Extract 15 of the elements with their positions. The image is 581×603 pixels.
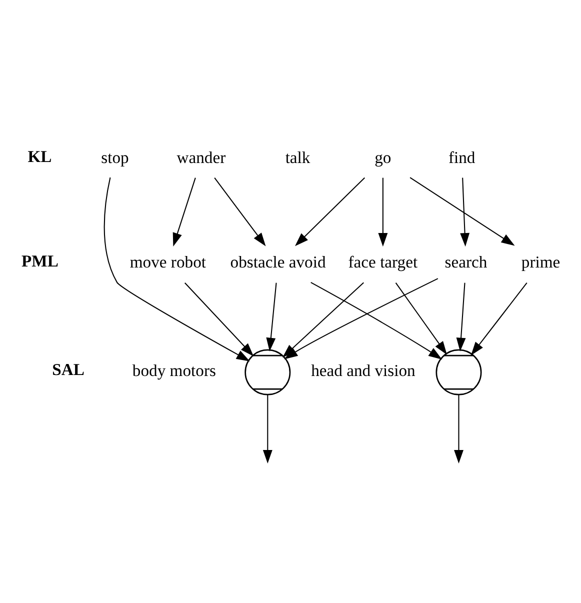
node-text: obstacle avoid <box>230 252 326 272</box>
node-text: talk <box>285 148 310 167</box>
node-text: prime <box>521 252 560 272</box>
node-text: face target <box>348 252 418 272</box>
node-text: move robot <box>130 252 206 272</box>
node-text: find <box>448 148 476 167</box>
node-text: search <box>444 252 488 272</box>
label: KL <box>28 146 52 166</box>
label: SAL <box>52 360 84 380</box>
node-text: wander <box>176 148 226 167</box>
node-text: stop <box>101 148 129 167</box>
label: PML <box>22 252 58 271</box>
node-text: go <box>374 148 392 167</box>
node-label: body motors <box>132 361 216 380</box>
node-label: head and vision <box>311 361 416 380</box>
